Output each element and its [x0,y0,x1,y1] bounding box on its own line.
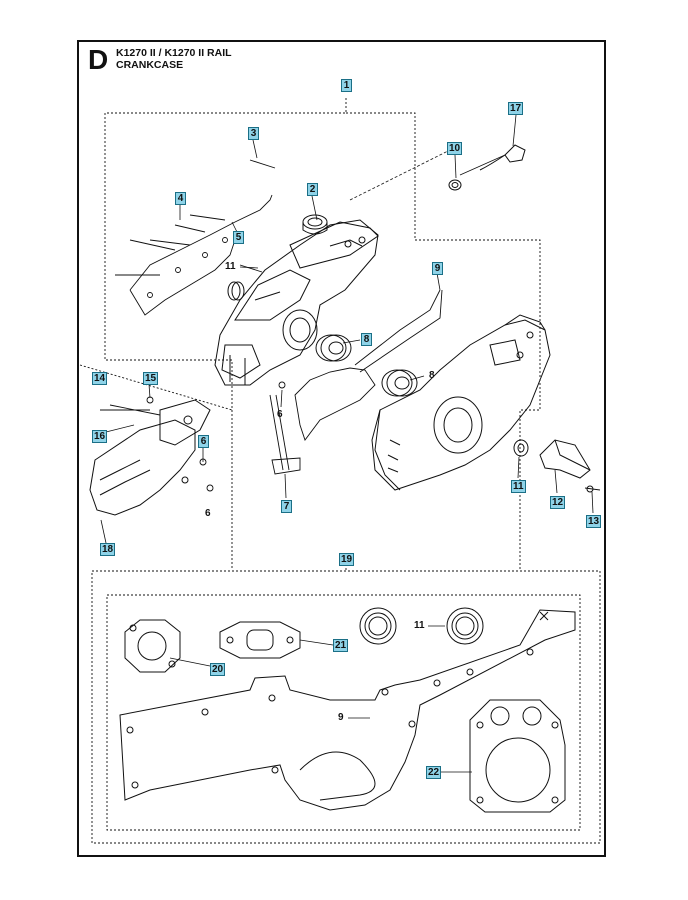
callout-7[interactable]: 7 [281,500,292,513]
group-outline-handle-side [79,364,233,411]
screws-upper-left [115,159,276,276]
plug-part-17 [479,144,526,171]
callout-20[interactable]: 20 [210,663,226,676]
gasket-part-9 [119,609,576,811]
leader-lines [100,114,594,773]
screws-handle-side [100,396,214,492]
crankcase-half-left [214,219,379,386]
callout-12[interactable]: 12 [550,496,566,509]
bearing-right [381,369,418,397]
callout-10[interactable]: 10 [447,142,463,155]
callout-4[interactable]: 4 [175,192,186,205]
callout-11-upper[interactable]: 11 [225,261,236,272]
section-title: CRANKCASE [116,59,184,71]
callout-13[interactable]: 13 [586,515,602,528]
callout-1[interactable]: 1 [341,79,352,92]
diagram-frame [77,40,606,857]
callout-14[interactable]: 14 [92,372,108,385]
callout-2[interactable]: 2 [307,183,318,196]
callout-18[interactable]: 18 [100,543,116,556]
bracket-part-12 [539,439,591,479]
seal-kit-left [359,607,397,645]
callout-6-handle[interactable]: 6 [198,435,209,448]
gasket-part-20 [124,619,181,673]
callout-19[interactable]: 19 [339,553,355,566]
pins-center [269,381,301,475]
callout-6-lower[interactable]: 6 [205,508,211,519]
callout-22[interactable]: 22 [426,766,442,779]
gasket-upper-left [129,194,273,316]
callout-8-left[interactable]: 8 [361,333,372,346]
model-title: K1270 II / K1270 II RAIL [116,47,232,59]
group-outline-crankcase [104,98,541,570]
callout-11-right[interactable]: 11 [511,480,526,493]
gasket-part-22 [469,699,566,813]
cover-part-18 [89,399,211,516]
callout-15[interactable]: 15 [143,372,159,385]
callout-21[interactable]: 21 [333,639,349,652]
crankcase-half-right [371,314,551,491]
callout-9-upper[interactable]: 9 [432,262,443,275]
callout-3[interactable]: 3 [248,127,259,140]
callout-17[interactable]: 17 [508,102,524,115]
callout-9-kit[interactable]: 9 [338,712,344,723]
gasket-part-21 [219,621,301,659]
seal-kit-right [446,607,484,645]
oil-seal-upper [302,214,328,235]
callout-8-right[interactable]: 8 [429,370,435,381]
screw-part-13 [584,485,601,493]
callout-6-center[interactable]: 6 [277,409,283,420]
grommet-part-10 [448,179,462,191]
oil-seal-left [227,281,245,301]
callout-16[interactable]: 16 [92,430,108,443]
callout-5[interactable]: 5 [233,231,244,244]
oil-seal-right [513,439,529,457]
section-letter: D [88,44,109,75]
callout-11-kit[interactable]: 11 [414,620,425,631]
bearing-left [315,334,352,362]
gasket-middle [294,289,443,441]
